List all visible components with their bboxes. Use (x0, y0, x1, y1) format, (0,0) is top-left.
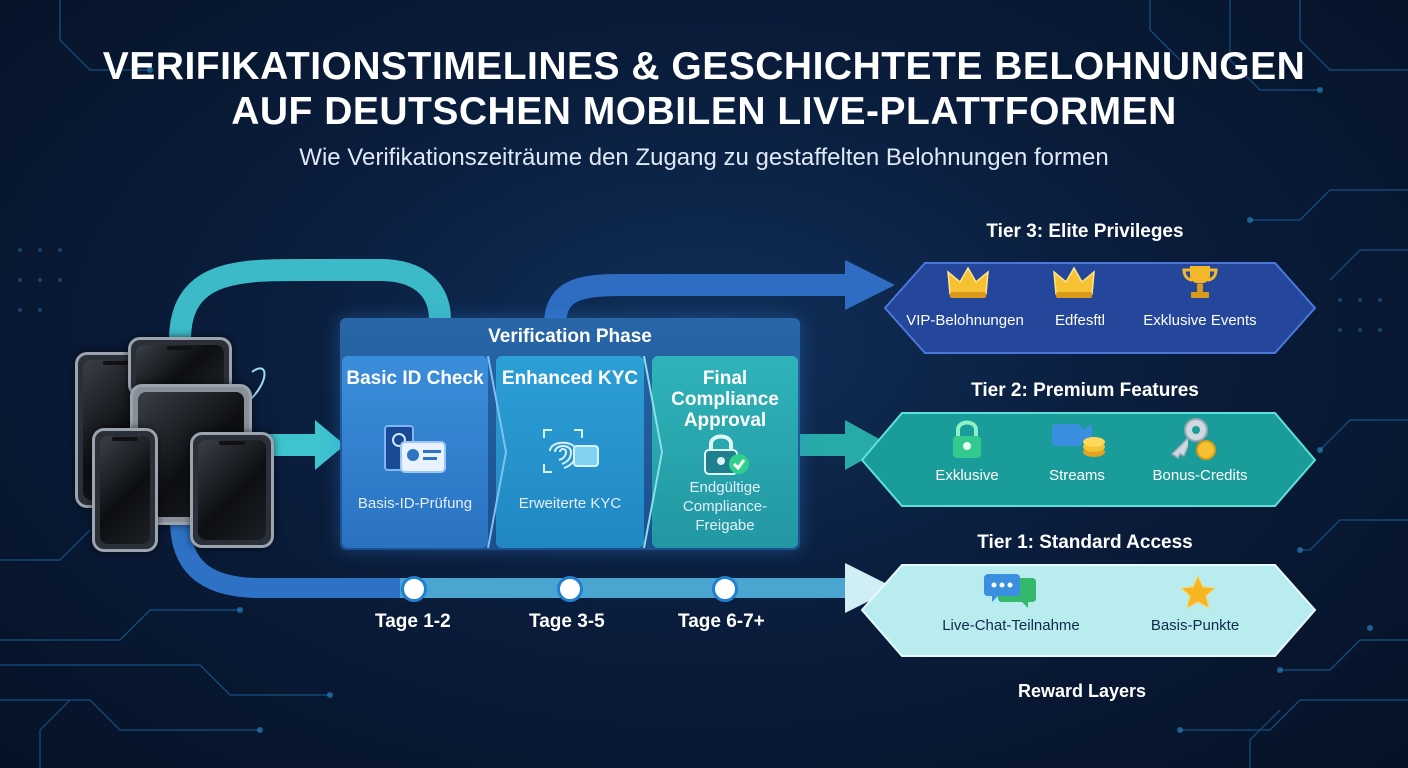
tier2-item: Exklusive (935, 467, 999, 484)
title-line-2: AUF DEUTSCHEN MOBILEN LIVE-PLATTFORMEN (231, 90, 1177, 133)
chat-bubbles-icon (984, 574, 1036, 608)
step-title: Final Compliance Approval (671, 368, 779, 431)
step-description: Basis-ID-Prüfung (357, 495, 473, 512)
step-basic-id-check: Basic ID Check Basis-ID-Prüfung (342, 356, 488, 548)
step-description: Endgültige Compliance-Freigabe (682, 479, 768, 534)
tier1-band (860, 564, 1317, 657)
phase-title: Verification Phase (488, 326, 652, 347)
id-card-icon (384, 425, 446, 473)
crown-icon (947, 266, 989, 298)
tier3-band (883, 262, 1317, 354)
step-divider-chevron (487, 356, 508, 548)
verification-phase-panel: Verification Phase Basic ID Check Basis-… (340, 318, 800, 550)
tier2-title: Tier 2: Premium Features (971, 380, 1199, 401)
step-title: Enhanced KYC (501, 368, 639, 389)
tier1-title: Tier 1: Standard Access (977, 532, 1193, 553)
key-coin-icon (1170, 418, 1216, 460)
step-description: Erweiterte KYC (518, 495, 622, 512)
tier1-item: Basis-Punkte (1150, 617, 1240, 634)
tier3-item: Edfesftl (1054, 312, 1106, 329)
step-title: Basic ID Check (346, 368, 484, 389)
clock-icon (712, 576, 738, 602)
clock-icon (557, 576, 583, 602)
trophy-icon (1182, 266, 1218, 298)
tier3-title: Tier 3: Elite Privileges (986, 221, 1184, 242)
clock-icon (401, 576, 427, 602)
lock-check-icon (704, 434, 749, 475)
tier3-item: VIP-Belohnungen (906, 312, 1024, 329)
tier3-item: Exklusive Events (1143, 312, 1257, 329)
fingerprint-icon (543, 429, 599, 473)
timeline-label: Tage 3-5 (529, 611, 605, 632)
lock-icon (953, 420, 981, 458)
step-enhanced-kyc: Enhanced KYC Erweiterte KYC (496, 356, 644, 548)
title-line-1: VERIFIKATIONSTIMELINES & GESCHICHTETE BE… (102, 45, 1306, 88)
tier1-item: Live-Chat-Teilnahme (942, 617, 1080, 634)
timeline-label: Tage 6-7+ (678, 611, 765, 632)
subtitle: Wie Verifikationszeiträume den Zugang zu… (299, 144, 1109, 171)
tier2-item: Bonus-Credits (1152, 467, 1248, 484)
step-final-compliance: Final Compliance Approval Endgültige Com… (652, 356, 798, 548)
tier2-item: Streams (1049, 467, 1105, 484)
crown-icon (1053, 266, 1095, 298)
reward-layers-label: Reward Layers (1018, 681, 1147, 701)
star-icon (1180, 574, 1216, 609)
phone-device (92, 428, 158, 552)
step-divider-chevron (643, 356, 664, 548)
phone-device (190, 432, 274, 548)
timeline-label: Tage 1-2 (375, 611, 451, 632)
video-coins-icon (1052, 424, 1105, 457)
